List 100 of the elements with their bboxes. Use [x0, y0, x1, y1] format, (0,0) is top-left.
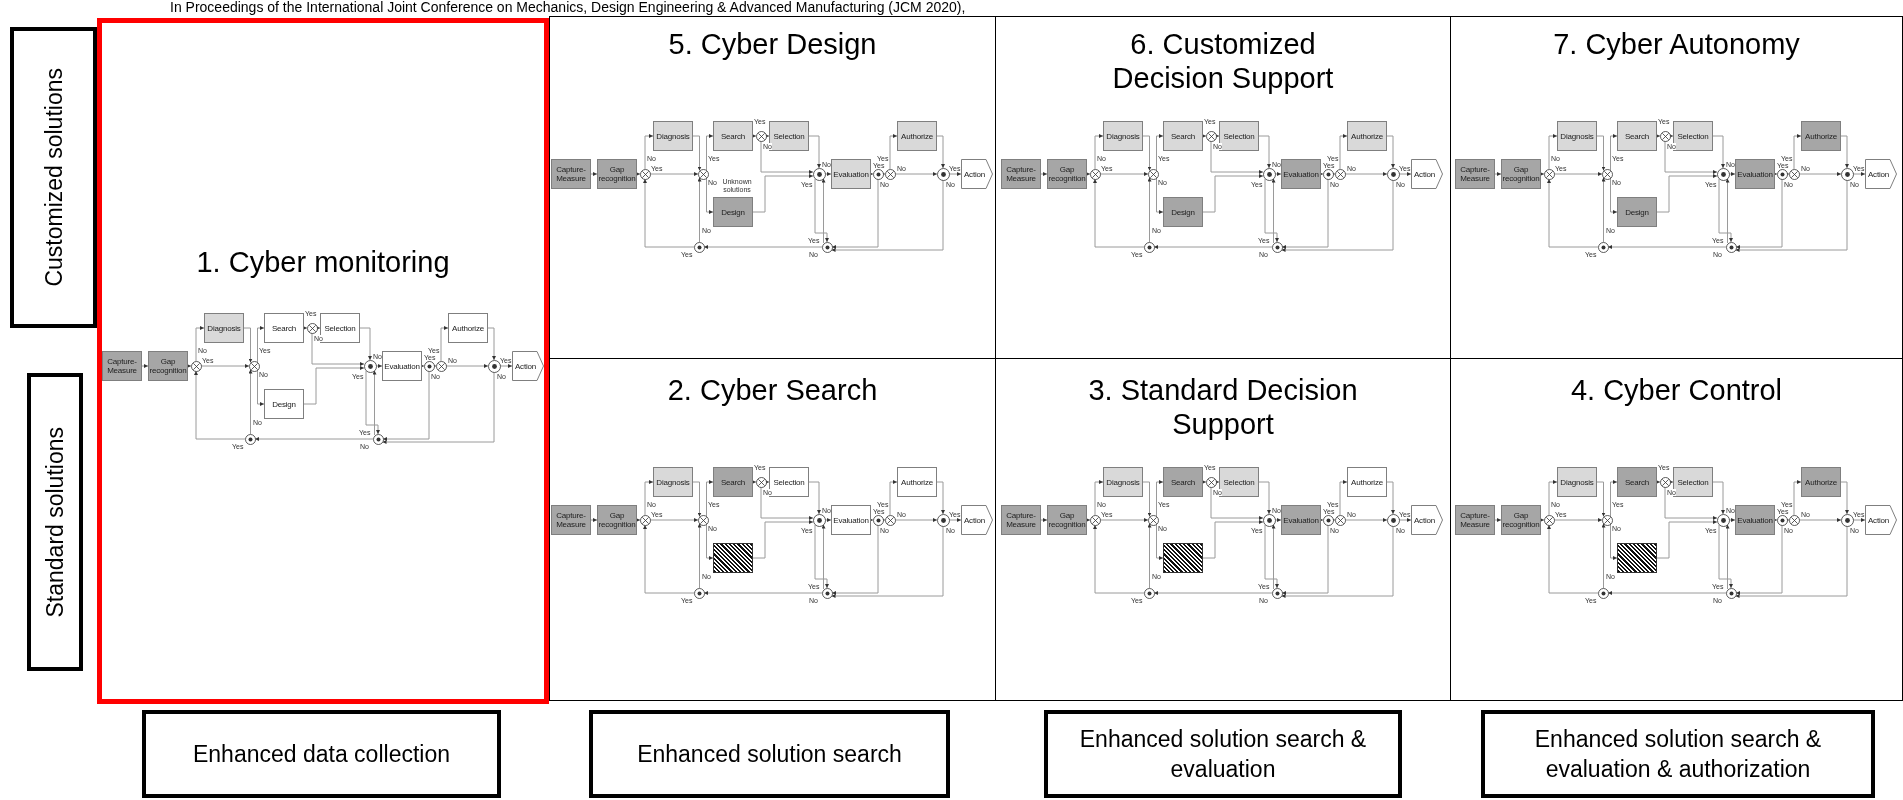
arrow [420, 364, 425, 368]
arrow [1773, 172, 1778, 176]
process-box: Gap recognition [1501, 159, 1541, 189]
arrow [808, 135, 821, 169]
arrow [1281, 525, 1394, 598]
dot-gateway-icon [1716, 167, 1730, 181]
action-shape: Action [1411, 505, 1443, 535]
arrow [1386, 135, 1395, 169]
arrow [948, 172, 962, 176]
arrow [1494, 518, 1502, 522]
panel-title: 5. Cyber Design [668, 27, 877, 61]
process-box: Authorize [1801, 467, 1841, 497]
arrow [1669, 134, 1674, 138]
arrow [195, 326, 205, 362]
arrow [1386, 481, 1395, 515]
process-box: Capture-Measure [551, 505, 591, 535]
dot-gateway-icon [821, 587, 833, 599]
process-box: Search [1163, 467, 1203, 497]
arrow [1331, 518, 1336, 522]
process-box: Diagnosis [1103, 467, 1143, 497]
process-box: Design [1163, 197, 1203, 227]
arrow [1274, 172, 1282, 176]
arrow [1610, 523, 1618, 560]
arrow [1271, 524, 1276, 590]
arrow [1607, 591, 1727, 595]
arrow [1202, 134, 1207, 138]
dot-gateway-icon [812, 167, 826, 181]
arrow [1553, 172, 1603, 176]
arrow [590, 518, 598, 522]
arrow [445, 364, 489, 368]
arrow [703, 245, 823, 249]
dot-gateway-icon [936, 513, 950, 527]
arrow [254, 437, 374, 441]
exclusive-gateway-icon [1601, 168, 1613, 180]
arrow [644, 134, 654, 170]
column-header: Enhanced data collection [142, 710, 501, 798]
arrow [1718, 524, 1733, 589]
arrow [1610, 177, 1618, 214]
exclusive-gateway-icon [190, 360, 202, 372]
arrow [821, 178, 826, 244]
dot-gateway-icon [487, 359, 501, 373]
arrow [1344, 518, 1388, 522]
arrow [248, 369, 253, 435]
arrow [1735, 525, 1848, 598]
exclusive-gateway-icon [697, 514, 709, 526]
panel-frame [549, 16, 996, 359]
exclusive-gateway-icon [697, 168, 709, 180]
arrow [311, 332, 365, 366]
process-box: Search [1163, 121, 1203, 151]
arrow [936, 135, 945, 169]
process-box: Capture-Measure [1001, 505, 1041, 535]
dot-gateway-icon [1386, 167, 1400, 181]
arrow [808, 481, 821, 515]
arrow [1086, 518, 1091, 522]
process-box: Capture-Measure [102, 351, 142, 381]
dot-gateway-icon [1840, 513, 1854, 527]
exclusive-gateway-icon [435, 360, 447, 372]
column-header: Enhanced solution search [589, 710, 950, 798]
exclusive-gateway-icon [1788, 514, 1800, 526]
panel-frame [549, 358, 996, 701]
panel-frame [1450, 358, 1903, 701]
process-box: Design [713, 197, 753, 227]
arrow [1735, 179, 1848, 252]
arrow [1785, 518, 1790, 522]
process-box: Gap recognition [148, 351, 188, 381]
arrow [1793, 134, 1802, 170]
arrow [1142, 481, 1152, 517]
arrow [1773, 518, 1778, 522]
process-box: Gap recognition [1501, 505, 1541, 535]
arrow [760, 486, 814, 520]
arrow [894, 172, 938, 176]
arrow [359, 327, 372, 361]
exclusive-gateway-icon [1089, 168, 1101, 180]
arrow [869, 172, 874, 176]
dot-gateway-icon [872, 514, 884, 526]
arrow [590, 172, 598, 176]
arrow [824, 518, 832, 522]
row-header-frame [10, 27, 97, 328]
process-box: Gap recognition [1047, 505, 1087, 535]
arrow [636, 518, 641, 522]
process-box: Search [1617, 121, 1657, 151]
panel-title: 4. Cyber Control [1570, 373, 1783, 407]
arrow [831, 179, 944, 252]
action-shape: Action [1865, 159, 1897, 189]
dot-gateway-icon [872, 168, 884, 180]
exclusive-gateway-icon [1601, 514, 1613, 526]
process-box: Authorize [1801, 121, 1841, 151]
arrow [1331, 172, 1336, 176]
panel-frame [97, 18, 549, 704]
exclusive-gateway-icon [1788, 168, 1800, 180]
arrow [1553, 518, 1603, 522]
arrow [1319, 518, 1324, 522]
process-box: Evaluation [831, 505, 871, 535]
process-box: Search [264, 313, 304, 343]
arrow [831, 524, 879, 595]
arrow [1712, 481, 1725, 515]
arrow [1656, 174, 1718, 213]
action-shape: Action [961, 159, 993, 189]
arrow [200, 364, 250, 368]
arrow [1852, 518, 1866, 522]
